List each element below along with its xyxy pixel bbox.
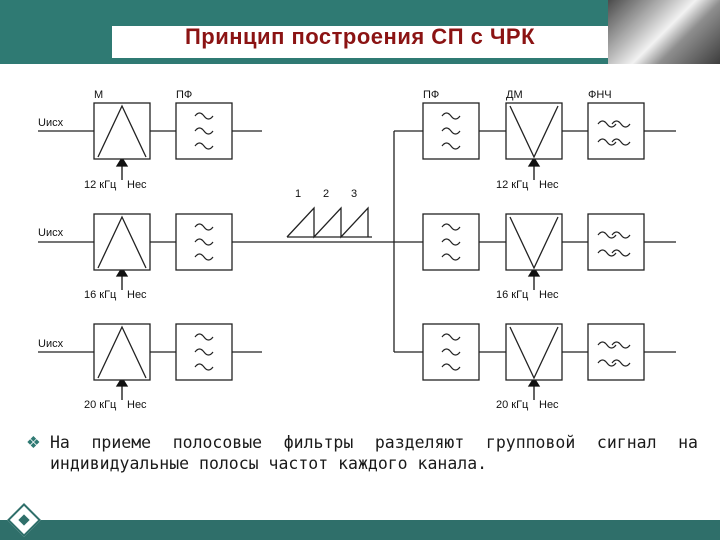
label-rx-carrier-3: Нес — [539, 399, 559, 411]
label-tx-carrier-3: Нес — [127, 399, 147, 411]
label-tx-freq-1: 12 кГц — [84, 179, 117, 191]
label-input-1: Uисх — [38, 117, 64, 129]
label-tx-carrier-2: Нес — [127, 289, 147, 301]
label-lowpass-filter: ФНЧ — [588, 89, 612, 101]
slide-title: Принцип построения СП с ЧРК — [184, 24, 536, 49]
fdm-diagram: М ПФ ПФ ДМ ФНЧ Uисх Uисх Uисх 12 кГц Нес… — [38, 89, 676, 411]
label-band-1: 1 — [295, 188, 301, 200]
label-tx-freq-2: 16 кГц — [84, 289, 117, 301]
carrier-arrows — [115, 156, 541, 400]
connection-lines — [38, 130, 676, 353]
label-rx-freq-3: 20 кГц — [496, 399, 529, 411]
demodulator-blocks — [505, 102, 563, 381]
bullet-text: На приеме полосовые фильтры разделяют гр… — [50, 433, 698, 473]
lowpass-filters — [587, 102, 645, 381]
label-tx-filter: ПФ — [176, 89, 192, 101]
label-rx-freq-2: 16 кГц — [496, 289, 529, 301]
header-decoration — [608, 0, 720, 64]
label-demodulator: ДМ — [506, 89, 523, 101]
title-background — [112, 26, 608, 58]
label-rx-carrier-1: Нес — [539, 179, 559, 191]
label-rx-filter: ПФ — [423, 89, 439, 101]
label-modulator: М — [94, 89, 103, 101]
label-rx-carrier-2: Нес — [539, 289, 559, 301]
label-input-3: Uисх — [38, 338, 64, 350]
bullet-point: ❖ На приеме полосовые фильтры разделяют … — [26, 432, 698, 474]
label-tx-carrier-1: Нес — [127, 179, 147, 191]
footer-bar — [0, 520, 720, 540]
group-spectrum — [286, 206, 372, 239]
label-rx-freq-1: 12 кГц — [496, 179, 529, 191]
label-band-3: 3 — [351, 188, 357, 200]
label-input-2: Uисх — [38, 227, 64, 239]
bullet-diamond-icon: ❖ — [26, 433, 41, 452]
label-band-2: 2 — [323, 188, 329, 200]
label-tx-freq-3: 20 кГц — [84, 399, 117, 411]
modulator-blocks — [93, 102, 151, 381]
